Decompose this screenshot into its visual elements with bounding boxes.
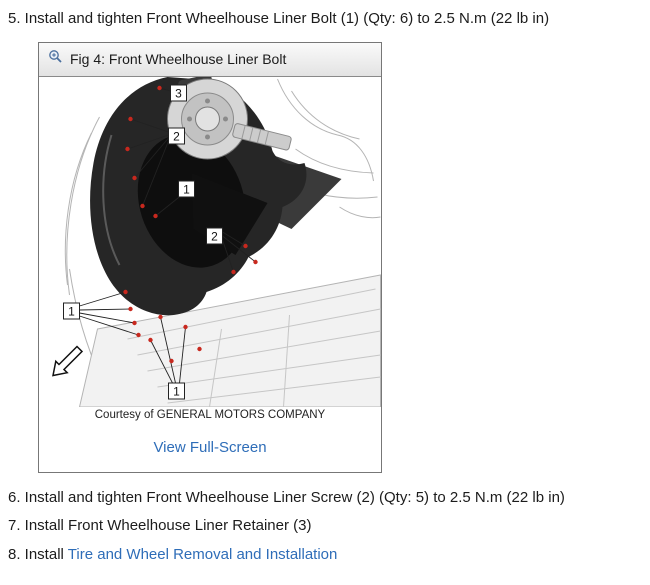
callout-2-screw-upper: 2 (168, 127, 185, 144)
step-6: 6. Install and tighten Front Wheelhouse … (8, 488, 644, 508)
brake-rotor (167, 76, 248, 159)
tire-and-wheel-link[interactable]: Tire and Wheel Removal and Installation (67, 545, 338, 563)
callout-1-bolt-mid: 1 (178, 180, 195, 197)
wheelhouse-liner-illustration: 3 2 1 2 1 1 (52, 76, 381, 407)
step-7: 7. Install Front Wheelhouse Liner Retain… (8, 516, 644, 536)
leader-lines (79, 87, 256, 383)
underbody-panel (78, 273, 381, 407)
fastener-markers (123, 85, 258, 363)
cv-axle (232, 122, 292, 150)
fullscreen-row: View Full-Screen (39, 431, 381, 472)
step-7-text: 7. Install Front Wheelhouse Liner Retain… (8, 517, 312, 534)
step-5-text: 5. Install and tighten Front Wheelhouse … (8, 10, 550, 27)
figure-header: Fig 4: Front Wheelhouse Liner Bolt (39, 42, 381, 77)
step-6-text: 6. Install and tighten Front Wheelhouse … (8, 488, 565, 506)
view-fullscreen-link[interactable]: View Full-Screen (153, 438, 267, 456)
callout-2-lower-label: 2 (211, 229, 218, 243)
figure-box: Fig 4: Front Wheelhouse Liner Bolt (38, 41, 382, 473)
magnifier-zoom-in-icon (48, 49, 63, 69)
callout-3-label: 3 (175, 86, 182, 100)
callout-3-retainer: 3 (170, 84, 187, 101)
figure-image[interactable]: 3 2 1 2 1 1 (39, 76, 381, 407)
callout-2-screw-lower: 2 (206, 227, 223, 244)
step-8-text: 8. Install (8, 545, 64, 563)
callout-1-left-label: 1 (68, 304, 75, 318)
callout-1-bolt-left: 1 (63, 302, 80, 319)
callout-1-bolt-bottom: 1 (168, 382, 185, 399)
direction-arrow-icon (52, 344, 84, 376)
step-8: 8. Install Tire and Wheel Removal and In… (8, 545, 644, 565)
callout-1-mid-label: 1 (183, 182, 190, 196)
callout-1-bottom-label: 1 (173, 384, 180, 398)
figure-title: Fig 4: Front Wheelhouse Liner Bolt (70, 51, 287, 67)
step-5: 5. Install and tighten Front Wheelhouse … (8, 9, 644, 29)
figure-caption: Courtesy of GENERAL MOTORS COMPANY (94, 408, 326, 421)
callout-2-upper-label: 2 (173, 129, 180, 143)
